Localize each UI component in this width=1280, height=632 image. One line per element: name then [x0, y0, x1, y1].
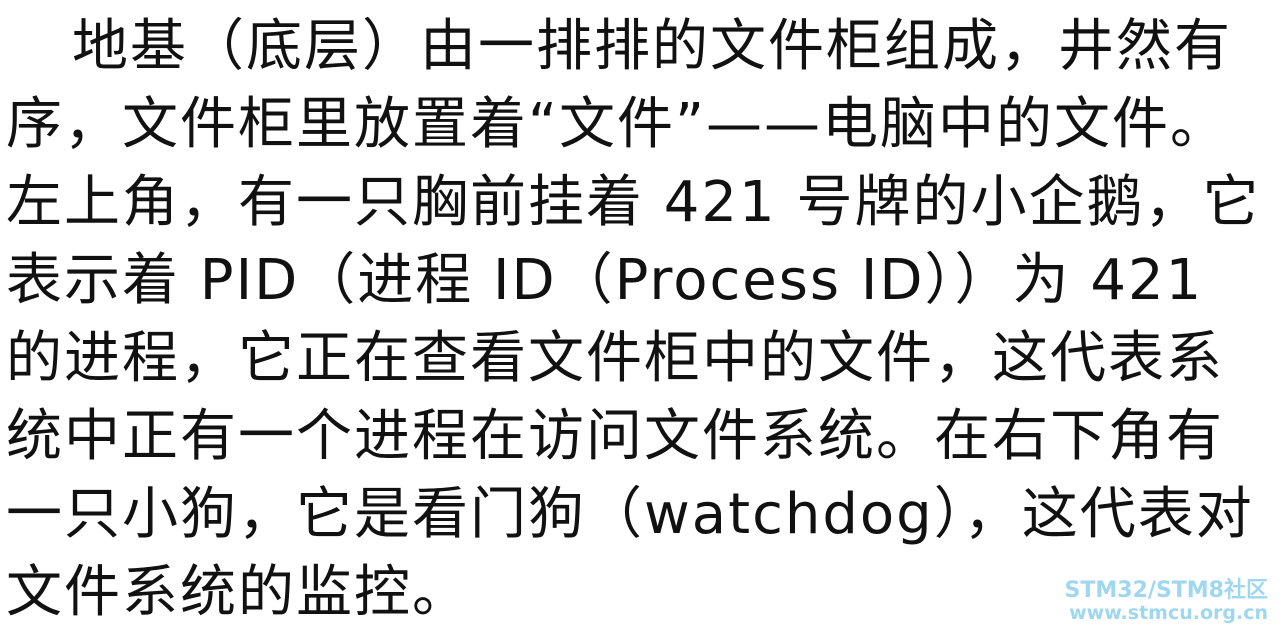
text-line-6: 统中正有一个进程在访问文件系统。在右下角有 — [6, 404, 1224, 469]
document-body: 地基（底层）由一排排的文件柜组成，井然有 序，文件柜里放置着“文件”——电脑中的… — [6, 8, 1274, 632]
text-line-5: 的进程，它正在查看文件柜中的文件，这代表系 — [6, 326, 1224, 391]
text-line-2: 序，文件柜里放置着“文件”——电脑中的文件。 — [6, 92, 1229, 157]
text-line-8: 文件系统的监控。 — [6, 560, 470, 625]
watermark: STM32/STM8社区 www.stmcu.org.cn — [1064, 577, 1268, 625]
watermark-url: www.stmcu.org.cn — [1069, 602, 1268, 625]
watermark-title: STM32/STM8社区 — [1064, 577, 1268, 603]
text-line-1: 地基（底层）由一排排的文件柜组成，井然有 — [72, 14, 1232, 79]
text-line-7: 一只小狗，它是看门狗（watchdog），这代表对 — [6, 482, 1254, 547]
text-line-4: 表示着 PID（进程 ID（Process ID））为 421 — [6, 248, 1204, 313]
text-line-3: 左上角，有一只胸前挂着 421 号牌的小企鹅，它 — [6, 170, 1261, 235]
